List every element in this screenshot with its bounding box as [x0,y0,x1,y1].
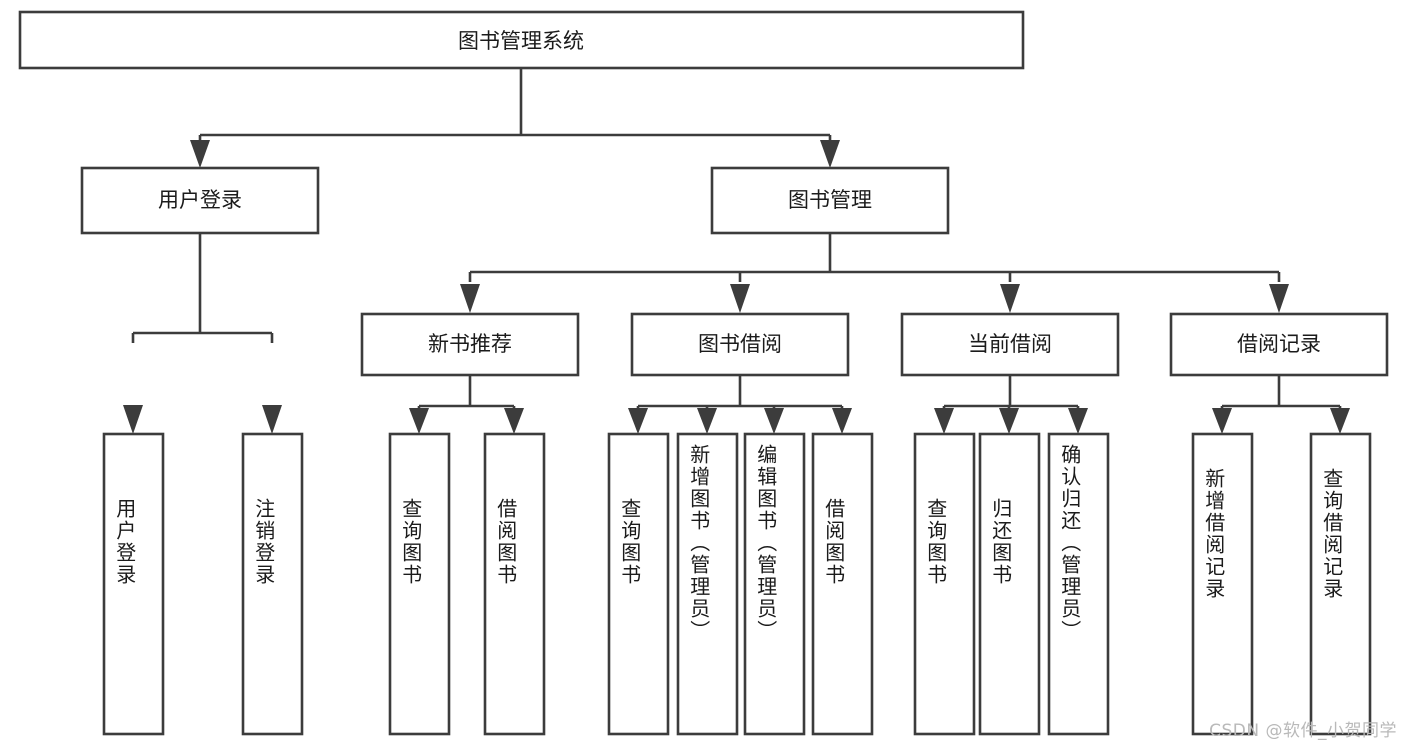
connector-userlogin-to-leaves [123,233,282,434]
node-box-leaf-user-login [102,432,165,736]
arrow-head-icon [1330,408,1350,434]
arrow-head-icon [123,405,143,434]
node-leaf-query-book-2[interactable]: 查询图书 [607,432,670,736]
node-leaf-user-login[interactable]: 用户登录 [102,432,165,736]
node-box-user-login [80,166,320,235]
connector-bookmanage-to-level3 [460,233,1289,313]
arrow-head-icon [697,408,717,434]
node-leaf-add-record[interactable]: 新增借阅记录 [1191,432,1254,736]
node-box-leaf-query-book-3 [913,432,976,736]
node-leaf-query-book-3[interactable]: 查询图书 [913,432,976,736]
arrow-head-icon [764,408,784,434]
node-label-leaf-edit-book: 编辑图书（管理员） [754,444,778,642]
arrow-head-icon [999,408,1019,434]
node-box-book-manage [710,166,950,235]
node-leaf-query-record[interactable]: 查询借阅记录 [1309,432,1372,736]
node-label-leaf-user-logout: 注销登录 [252,498,276,586]
node-box-new-book-recommend [360,312,580,377]
node-label-book-manage: 图书管理 [788,188,872,212]
node-label-current-borrow: 当前借阅 [968,332,1052,356]
node-box-leaf-borrow-book-2 [811,432,874,736]
node-label-leaf-query-book-3: 查询图书 [924,498,948,586]
node-label-leaf-confirm-return: 确认归还（管理员） [1058,444,1082,642]
node-leaf-return-book[interactable]: 归还图书 [978,432,1041,736]
arrow-head-icon [409,408,429,434]
arrow-head-icon [1000,284,1020,313]
node-book-manage[interactable]: 图书管理 [710,166,950,235]
node-box-leaf-query-record [1309,432,1372,736]
node-label-leaf-return-book: 归还图书 [989,498,1013,586]
arrow-head-icon [628,408,648,434]
node-leaf-user-logout[interactable]: 注销登录 [241,432,304,736]
node-label-root: 图书管理系统 [458,29,584,53]
node-label-leaf-add-record: 新增借阅记录 [1202,468,1226,600]
node-root-system[interactable]: 图书管理系统 [18,10,1025,70]
node-label-new-book-recommend: 新书推荐 [428,332,512,356]
node-leaf-add-book[interactable]: 新增图书（管理员） [676,432,739,736]
arrow-head-icon [504,408,524,434]
arrow-head-icon [1269,284,1289,313]
arrow-head-icon [1212,408,1232,434]
node-borrow-record[interactable]: 借阅记录 [1169,312,1389,377]
node-label-borrow-record: 借阅记录 [1237,332,1321,356]
node-label-leaf-query-book-2: 查询图书 [618,498,642,586]
node-box-leaf-user-logout [241,432,304,736]
arrow-head-icon [262,405,282,434]
node-leaf-borrow-book-2[interactable]: 借阅图书 [811,432,874,736]
arrow-head-icon [832,408,852,434]
connector-root-to-level2 [190,68,840,168]
node-box-leaf-query-book-2 [607,432,670,736]
node-leaf-borrow-book-1[interactable]: 借阅图书 [483,432,546,736]
arrow-head-icon [730,284,750,313]
node-box-leaf-query-book-1 [388,432,451,736]
node-label-leaf-user-login: 用户登录 [113,498,137,586]
arrow-head-icon [820,140,840,168]
node-label-user-login: 用户登录 [158,188,242,212]
node-label-leaf-query-book-1: 查询图书 [399,498,423,586]
node-box-leaf-confirm-return [1047,432,1110,736]
node-current-borrow[interactable]: 当前借阅 [900,312,1120,377]
node-box-leaf-borrow-book-1 [483,432,546,736]
node-box-leaf-return-book [978,432,1041,736]
node-box-leaf-edit-book [743,432,806,736]
arrow-head-icon [934,408,954,434]
node-label-leaf-add-book: 新增图书（管理员） [687,444,711,642]
connector-bookborrow-to-leaves [628,375,852,434]
node-box-leaf-add-record [1191,432,1254,736]
node-book-borrow[interactable]: 图书借阅 [630,312,850,377]
arrow-head-icon [460,284,480,313]
arrow-head-icon [190,140,210,168]
connector-currentborrow-to-leaves [934,375,1088,434]
node-user-login[interactable]: 用户登录 [80,166,320,235]
node-leaf-confirm-return[interactable]: 确认归还（管理员） [1047,432,1110,736]
node-label-leaf-query-record: 查询借阅记录 [1320,468,1344,600]
node-box-leaf-add-book [676,432,739,736]
watermark: CSDN @软件_小贺同学 [1209,721,1397,741]
node-box-borrow-record [1169,312,1389,377]
node-label-leaf-borrow-book-2: 借阅图书 [822,498,846,586]
node-leaf-query-book-1[interactable]: 查询图书 [388,432,451,736]
node-leaf-edit-book[interactable]: 编辑图书（管理员） [743,432,806,736]
node-label-leaf-borrow-book-1: 借阅图书 [494,498,518,586]
node-box-root [18,10,1025,70]
node-label-book-borrow: 图书借阅 [698,332,782,356]
arrow-head-icon [1068,408,1088,434]
node-box-book-borrow [630,312,850,377]
node-box-current-borrow [900,312,1120,377]
connector-borrowrecord-to-leaves [1212,375,1350,434]
node-new-book-recommend[interactable]: 新书推荐 [360,312,580,377]
connector-newbook-to-leaves [409,375,524,434]
